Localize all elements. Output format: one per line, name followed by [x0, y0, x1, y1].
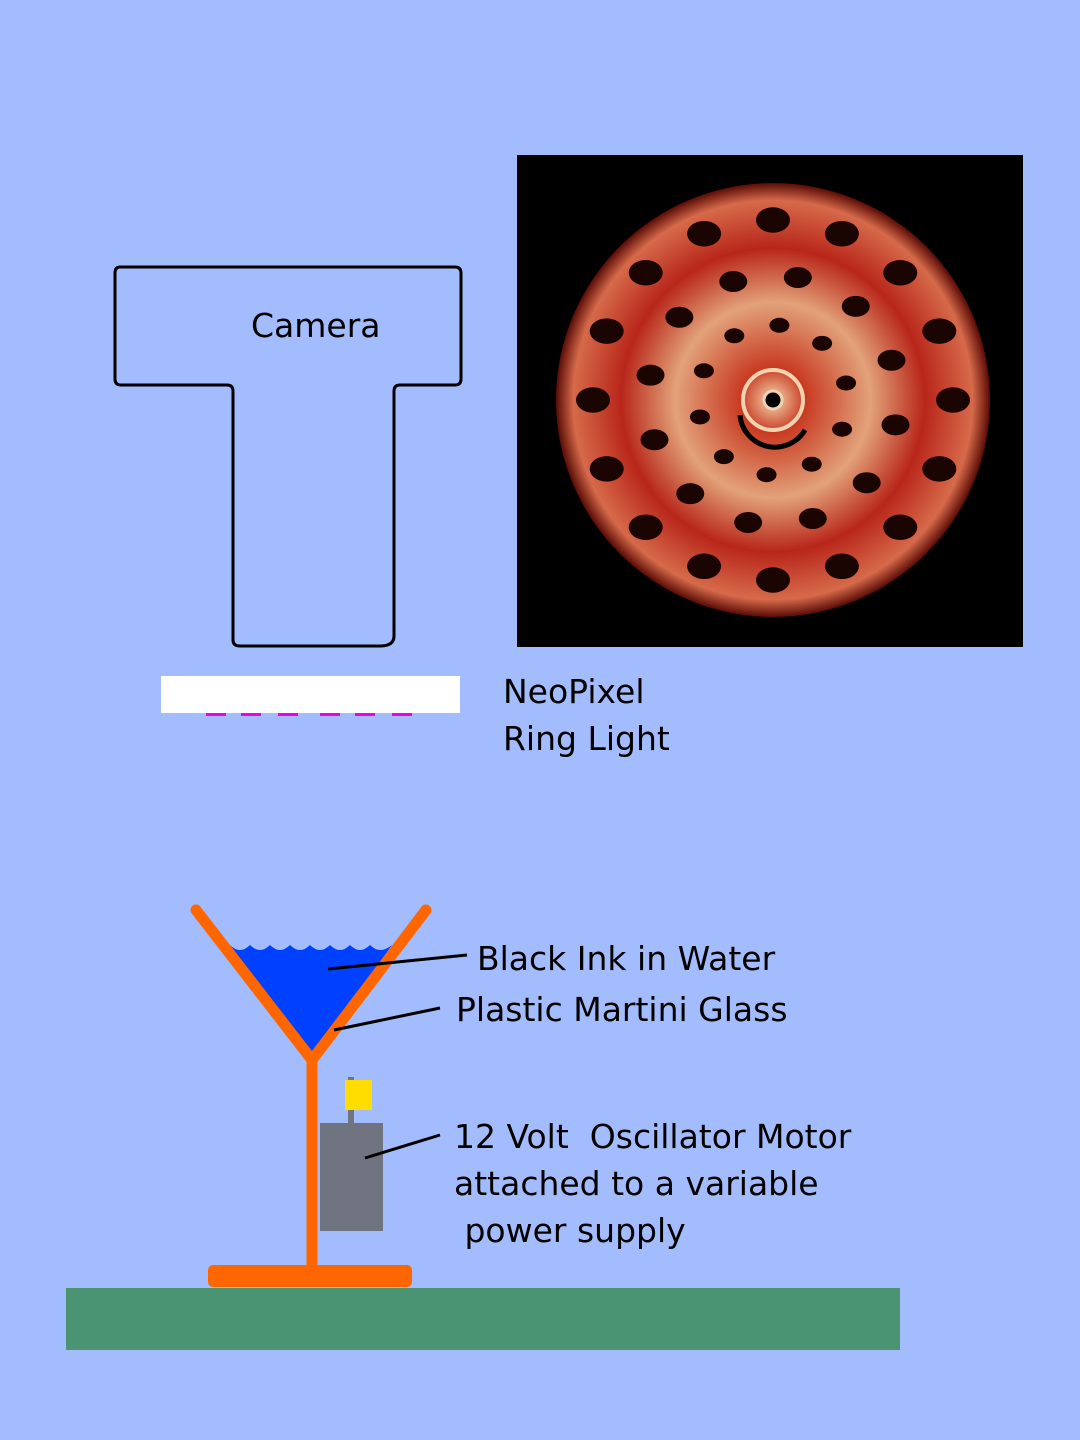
led-row	[206, 713, 412, 716]
pattern-hole	[798, 508, 827, 530]
pattern-hole	[687, 220, 722, 247]
camera-outline	[113, 265, 463, 648]
pattern-hole	[756, 567, 790, 593]
pattern-hole	[824, 220, 859, 247]
pattern-hole	[812, 335, 833, 351]
ring-light-label-line2: Ring Light	[503, 719, 670, 758]
pattern-hole	[687, 553, 722, 580]
pattern-hole	[877, 349, 906, 371]
motor-label-line1: 12 Volt Oscillator Motor	[454, 1117, 852, 1156]
pattern-hole	[769, 317, 790, 333]
pattern-hole	[665, 306, 694, 328]
pattern-hole	[783, 266, 812, 288]
martini-glass	[190, 904, 432, 1276]
pattern-hole	[640, 429, 669, 451]
glass-base	[208, 1265, 412, 1287]
cymatics-photo	[517, 155, 1023, 647]
pattern-hole	[576, 387, 610, 413]
pattern-hole	[689, 409, 710, 425]
motor-label-line2: attached to a variable	[454, 1164, 819, 1203]
pattern-hole	[693, 363, 714, 379]
oscillator-motor	[320, 1123, 383, 1231]
pattern-hole	[734, 512, 763, 534]
pattern-hole	[628, 259, 663, 286]
pattern-hole	[832, 421, 853, 437]
pattern-hole	[756, 467, 777, 483]
pattern-hole	[589, 456, 624, 482]
pattern-hole	[883, 259, 918, 286]
pattern-hole	[824, 553, 859, 580]
pattern-hole	[852, 472, 881, 494]
ring-light	[161, 676, 460, 713]
pattern-hole	[801, 456, 822, 472]
pattern-hole	[713, 449, 734, 465]
pattern-hole	[636, 364, 665, 386]
pattern-hole	[836, 375, 857, 391]
camera-label: Camera	[251, 306, 381, 345]
motor-label-line3: power supply	[454, 1211, 686, 1250]
pattern-hole	[922, 456, 957, 482]
glass-label: Plastic Martini Glass	[456, 990, 788, 1029]
table-surface	[66, 1288, 900, 1350]
water	[230, 945, 392, 1058]
pattern-hole	[756, 207, 790, 233]
pattern-hole	[881, 414, 910, 436]
leader-lines	[327, 953, 468, 1160]
pattern-hole	[676, 483, 705, 505]
pattern-hole	[724, 328, 745, 344]
pattern-hole	[589, 318, 624, 344]
pattern-hole	[922, 318, 957, 344]
pattern-hole	[719, 270, 748, 292]
eccentric-weight	[345, 1080, 372, 1110]
pattern-hole	[841, 295, 870, 317]
ring-light-label-line1: NeoPixel	[503, 672, 645, 711]
pattern-hole	[628, 514, 663, 541]
ink-label: Black Ink in Water	[477, 939, 776, 978]
pattern-hole	[936, 387, 970, 413]
pattern-hole	[883, 514, 918, 541]
